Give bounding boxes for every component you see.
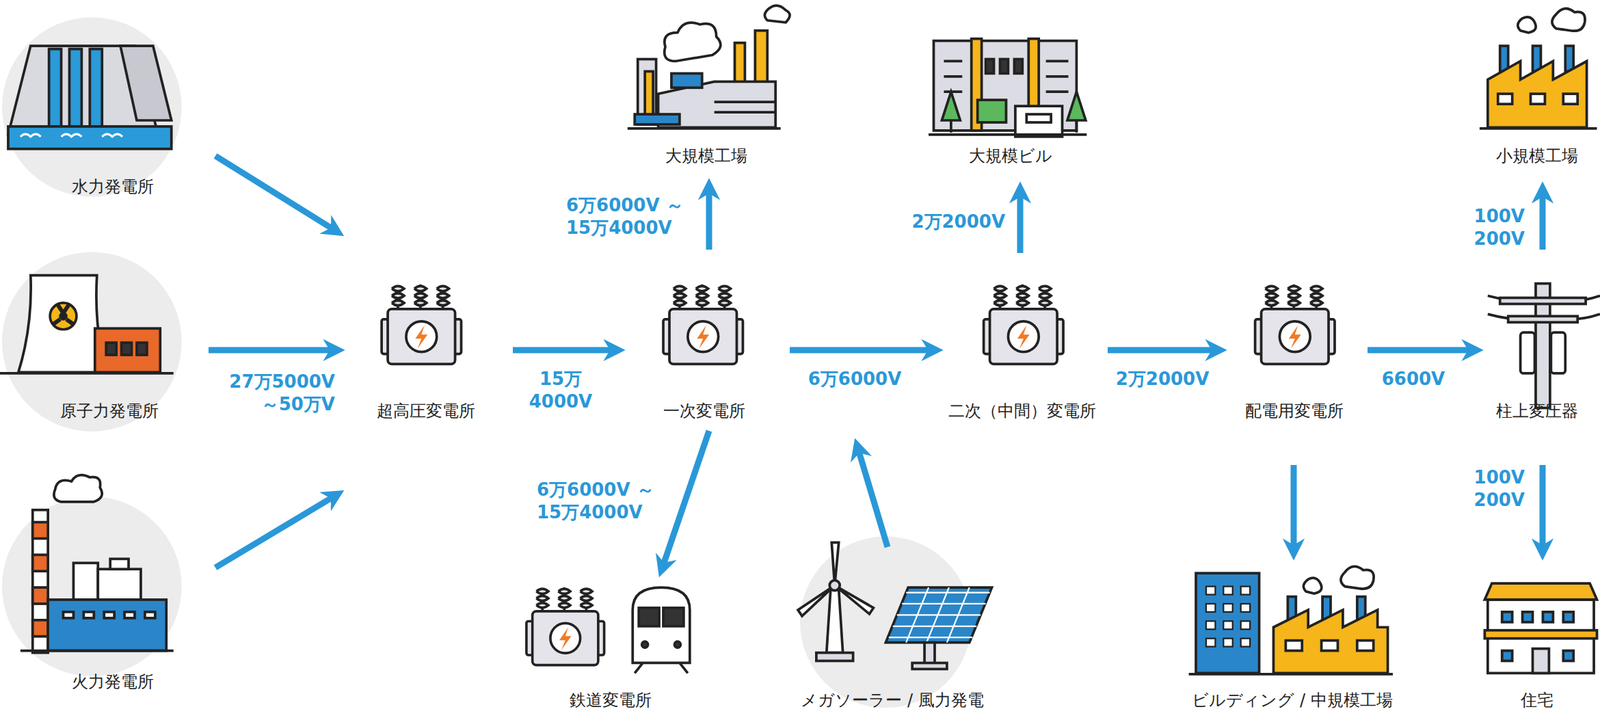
facility-node: 小規模工場 — [1476, 6, 1597, 189]
facility-label: 火力発電所 — [10, 670, 216, 693]
power-arrow — [856, 444, 888, 548]
facility-node: 二次（中間）変電所 — [936, 252, 1108, 431]
power-arrow — [208, 347, 339, 354]
facility-label: 一次変電所 — [618, 400, 790, 422]
facility-label: 大規模工場 — [632, 144, 780, 167]
voltage-label: 6600V — [1372, 367, 1455, 391]
facility-node: 一次変電所 — [618, 249, 790, 431]
facility-node: メガソーラー / 風力発電 — [786, 547, 999, 712]
facility-node: 火力発電所 — [10, 478, 216, 698]
power-arrow — [1539, 188, 1546, 250]
facility-label: 柱上変圧器 — [1476, 400, 1597, 422]
voltage-label: 6万6000V — [793, 367, 917, 391]
facility-node: 柱上変圧器 — [1476, 249, 1597, 465]
voltage-label: 2万2000V — [1100, 367, 1224, 391]
voltage-label: 27万5000V ～50万V — [208, 370, 336, 416]
facility-node: 大規模ビル — [929, 20, 1091, 189]
facility-label: 二次（中間）変電所 — [936, 400, 1108, 422]
facility-label: 原子力発電所 — [10, 400, 209, 422]
facility-label: 住宅 — [1476, 689, 1597, 712]
voltage-label: 2万2000V — [875, 210, 1006, 234]
facility-node: 住宅 — [1476, 553, 1597, 712]
power-arrow — [512, 347, 619, 354]
voltage-label: 100V 200V — [1456, 205, 1525, 251]
facility-label: 水力発電所 — [10, 175, 216, 198]
voltage-label: 6万6000V ～15万4000V — [536, 478, 667, 524]
power-arrow — [1107, 347, 1221, 354]
power-arrow — [215, 155, 339, 233]
facility-node: ビルディング / 中規模工場 — [1176, 553, 1409, 712]
facility-node: 鉄道変電所 — [523, 570, 698, 712]
power-arrow — [215, 493, 339, 568]
facility-label: 鉄道変電所 — [523, 689, 698, 712]
facility-label: 大規模ビル — [929, 144, 1091, 167]
facility-node: 配電用変電所 — [1220, 259, 1368, 465]
power-arrow — [1539, 464, 1546, 554]
facility-node: 超高圧変電所 — [338, 225, 513, 500]
power-arrow — [1290, 464, 1298, 554]
facility-label: 配電用変電所 — [1220, 400, 1368, 422]
facility-node: 水力発電所 — [10, 27, 216, 206]
power-arrow — [1367, 347, 1477, 354]
voltage-label: 100V 200V — [1456, 466, 1525, 512]
facility-node: 原子力発電所 — [10, 252, 209, 428]
facility-label: 超高圧変電所 — [338, 400, 513, 422]
facility-label: ビルディング / 中規模工場 — [1176, 689, 1409, 712]
power-arrow — [661, 430, 710, 571]
voltage-label: 6万6000V ～15万4000V — [566, 194, 697, 240]
facility-label: メガソーラー / 風力発電 — [786, 689, 999, 712]
voltage-label: 15万4000V — [509, 367, 612, 413]
facility-node: 大規模工場 — [632, 3, 780, 185]
power-arrow — [1017, 188, 1024, 253]
power-arrow — [789, 347, 937, 354]
power-arrow — [706, 184, 713, 250]
facility-label: 小規模工場 — [1476, 144, 1597, 167]
